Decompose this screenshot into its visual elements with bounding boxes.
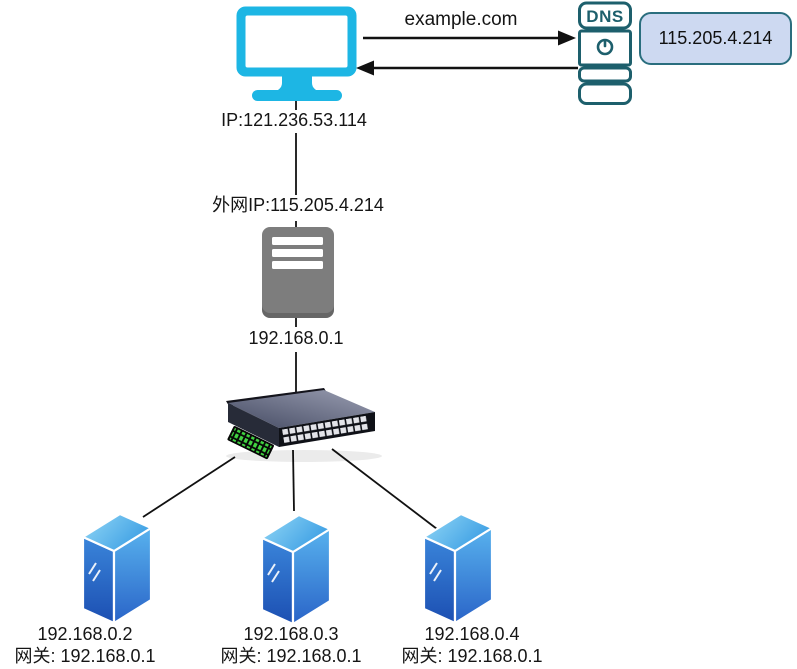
router-slot (272, 249, 323, 257)
switch-led-panel (227, 426, 274, 460)
arrow-left-icon (356, 60, 374, 76)
dns-response-arrow (356, 60, 578, 76)
dns-title: DNS (586, 7, 623, 26)
router-slot (272, 261, 323, 269)
router-icon (262, 227, 334, 318)
server-icon (422, 512, 494, 625)
server-vents (429, 562, 442, 582)
server-icon (260, 513, 332, 626)
server-vents (88, 562, 101, 582)
server-gateway-label: 网关: 192.168.0.1 (14, 645, 156, 666)
server-vents (267, 563, 280, 583)
client-ip-label: IP:121.236.53.114 (221, 110, 367, 130)
client-computer-icon (236, 6, 357, 101)
dns-response-box: 115.205.4.214 (639, 12, 792, 65)
server-ip-label: 192.168.0.4 (424, 624, 520, 644)
dns-server-icon: DNS (578, 1, 632, 105)
power-icon (596, 38, 614, 56)
dns-response-ip: 115.205.4.214 (658, 28, 773, 48)
server-gateway-label: 网关: 192.168.0.1 (220, 645, 362, 666)
server-label-block: 192.168.0.2 网关: 192.168.0.1 (0, 624, 180, 667)
router-lan-ip-label: 192.168.0.1 (248, 328, 344, 348)
dns-query-arrow (363, 30, 576, 46)
router-wan-ip-label: 外网IP:115.205.4.214 (212, 195, 384, 215)
server-label-block: 192.168.0.4 网关: 192.168.0.1 (377, 624, 567, 667)
server-ip-label: 192.168.0.2 (37, 624, 133, 644)
switch-icon (226, 388, 382, 462)
server-icon (81, 512, 153, 625)
dns-query-label: example.com (404, 9, 518, 30)
switch-ports (282, 415, 370, 444)
server-ip-label: 192.168.0.3 (243, 624, 339, 644)
server-label-block: 192.168.0.3 网关: 192.168.0.1 (196, 624, 386, 667)
connector-line (142, 97, 438, 530)
server-gateway-label: 网关: 192.168.0.1 (401, 645, 543, 666)
router-slot (272, 237, 323, 245)
arrow-right-icon (558, 30, 576, 46)
